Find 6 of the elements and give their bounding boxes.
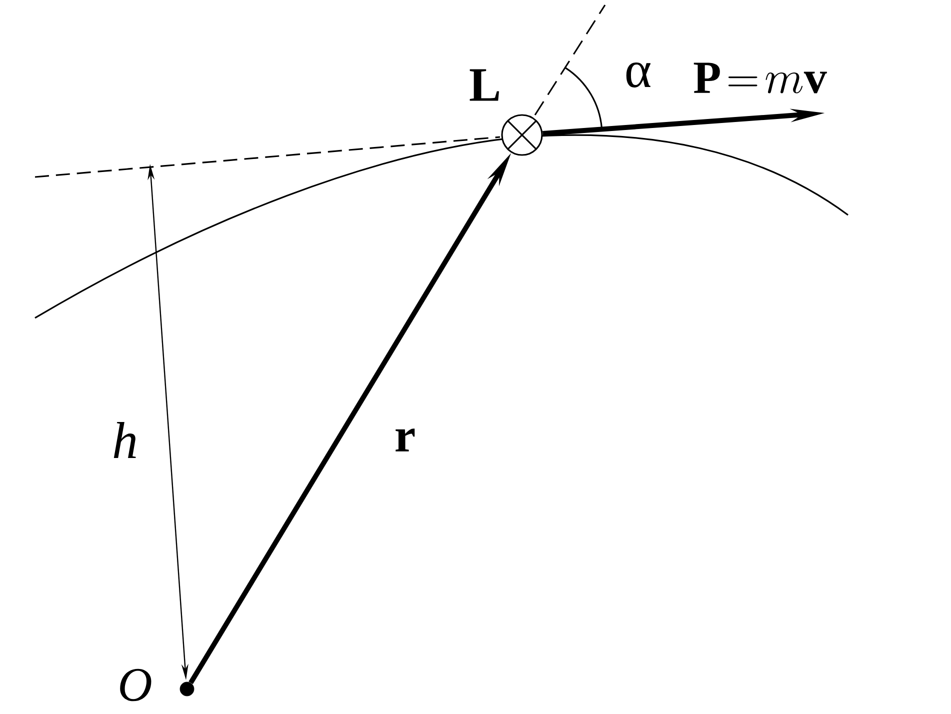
point-label: O	[120, 668, 152, 702]
angle-label: α	[626, 62, 650, 88]
vector-label: $\mathbf{P}\!=\!m\mathbf{v}$	[694, 62, 827, 94]
point-label: L	[470, 69, 499, 101]
length-label: h	[114, 422, 136, 458]
vector-label: r	[396, 428, 415, 452]
